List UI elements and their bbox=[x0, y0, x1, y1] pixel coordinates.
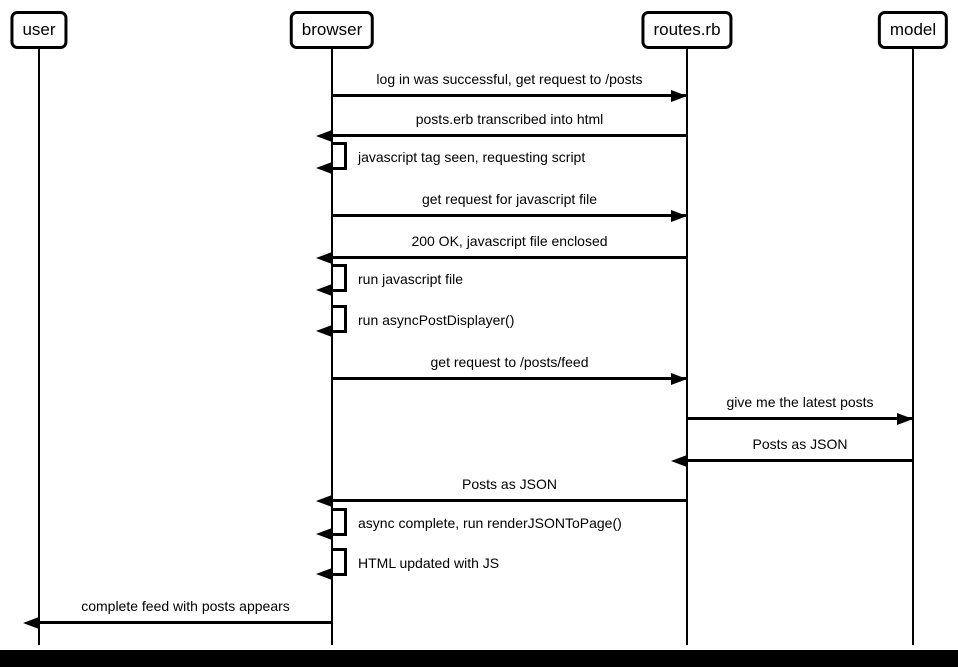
message-label-4: 200 OK, javascript file enclosed bbox=[411, 233, 608, 249]
lifeline-model bbox=[912, 47, 914, 645]
arrowhead-left-icon bbox=[316, 162, 332, 174]
arrowhead-left-icon bbox=[316, 528, 332, 540]
arrowhead-right-icon bbox=[671, 90, 687, 102]
self-message-loop-2 bbox=[332, 142, 347, 170]
message-label-5: run javascript file bbox=[358, 271, 464, 287]
message-label-12: HTML updated with JS bbox=[358, 555, 500, 571]
arrowhead-right-icon bbox=[671, 210, 687, 222]
actor-box-model: model bbox=[877, 11, 949, 49]
lifeline-routes bbox=[686, 47, 688, 645]
bottom-bar bbox=[0, 650, 958, 667]
self-message-loop-12 bbox=[332, 548, 347, 576]
message-label-7: get request to /posts/feed bbox=[430, 354, 589, 370]
message-line-4 bbox=[332, 256, 687, 259]
message-label-0: log in was successful, get request to /p… bbox=[376, 71, 643, 87]
arrowhead-left-icon bbox=[671, 455, 687, 467]
message-line-10 bbox=[332, 499, 687, 502]
lifeline-browser bbox=[331, 47, 333, 645]
lifeline-user bbox=[38, 47, 40, 645]
message-label-2: javascript tag seen, requesting script bbox=[358, 149, 586, 165]
message-label-9: Posts as JSON bbox=[752, 436, 848, 452]
arrowhead-left-icon bbox=[316, 284, 332, 296]
message-line-1 bbox=[332, 134, 687, 137]
arrowhead-left-icon bbox=[316, 130, 332, 142]
actor-box-browser: browser bbox=[289, 11, 375, 49]
message-line-8 bbox=[687, 417, 913, 420]
self-message-loop-11 bbox=[332, 508, 347, 536]
arrowhead-left-icon bbox=[316, 252, 332, 264]
arrowhead-left-icon bbox=[23, 617, 39, 629]
arrowhead-right-icon bbox=[897, 413, 913, 425]
actor-box-routes: routes.rb bbox=[641, 11, 733, 49]
message-label-13: complete feed with posts appears bbox=[81, 598, 290, 614]
message-label-1: posts.erb transcribed into html bbox=[415, 111, 604, 127]
message-line-7 bbox=[332, 377, 687, 380]
message-label-8: give me the latest posts bbox=[726, 394, 874, 410]
message-label-10: Posts as JSON bbox=[462, 476, 557, 492]
arrowhead-left-icon bbox=[316, 495, 332, 507]
self-message-loop-6 bbox=[332, 305, 347, 333]
arrowhead-right-icon bbox=[671, 373, 687, 385]
message-line-3 bbox=[332, 214, 687, 217]
actor-box-user: user bbox=[10, 11, 68, 49]
arrowhead-left-icon bbox=[316, 325, 332, 337]
arrowhead-left-icon bbox=[316, 568, 332, 580]
message-label-11: async complete, run renderJSONToPage() bbox=[358, 515, 622, 531]
message-line-13 bbox=[39, 621, 332, 624]
message-line-0 bbox=[332, 94, 687, 97]
message-line-9 bbox=[687, 459, 913, 462]
message-label-6: run asyncPostDisplayer() bbox=[358, 312, 515, 328]
message-label-3: get request for javascript file bbox=[421, 191, 598, 207]
self-message-loop-5 bbox=[332, 264, 347, 292]
